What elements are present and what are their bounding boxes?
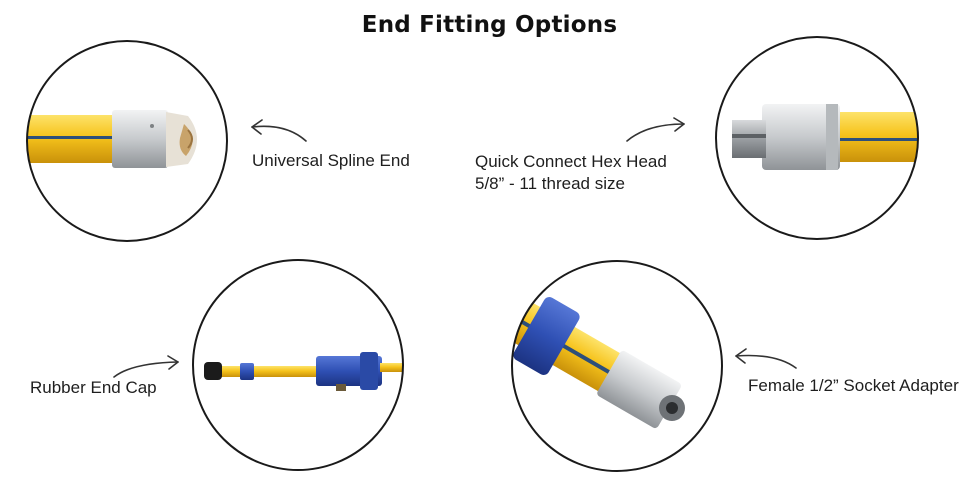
arrow-socket-icon [735, 348, 797, 369]
female-socket-adapter-fitting-icon [511, 260, 723, 472]
label-universal-spline-end-text: Universal Spline End [252, 151, 410, 170]
rubber-end-cap-fitting-icon [192, 259, 404, 471]
label-rubber-end-cap-text: Rubber End Cap [30, 378, 157, 397]
label-female-socket-adapter: Female 1/2” Socket Adapter [748, 375, 959, 397]
label-quick-connect-hex-head: Quick Connect Hex Head 5/8” - 11 thread … [475, 151, 667, 195]
label-female-socket-adapter-text: Female 1/2” Socket Adapter [748, 376, 959, 395]
label-thread-size-text: 5/8” - 11 thread size [475, 174, 625, 193]
quick-connect-hex-head-fitting-icon [715, 36, 919, 240]
page-title: End Fitting Options [361, 12, 618, 38]
label-quick-connect-hex-head-text: Quick Connect Hex Head [475, 152, 667, 171]
arrow-end-cap-icon [113, 355, 179, 378]
label-universal-spline-end: Universal Spline End [252, 150, 410, 172]
arrow-spline-icon [251, 119, 307, 142]
label-rubber-end-cap: Rubber End Cap [30, 377, 157, 399]
universal-spline-end-fitting-icon [26, 40, 228, 242]
arrow-hex-icon [626, 117, 685, 142]
